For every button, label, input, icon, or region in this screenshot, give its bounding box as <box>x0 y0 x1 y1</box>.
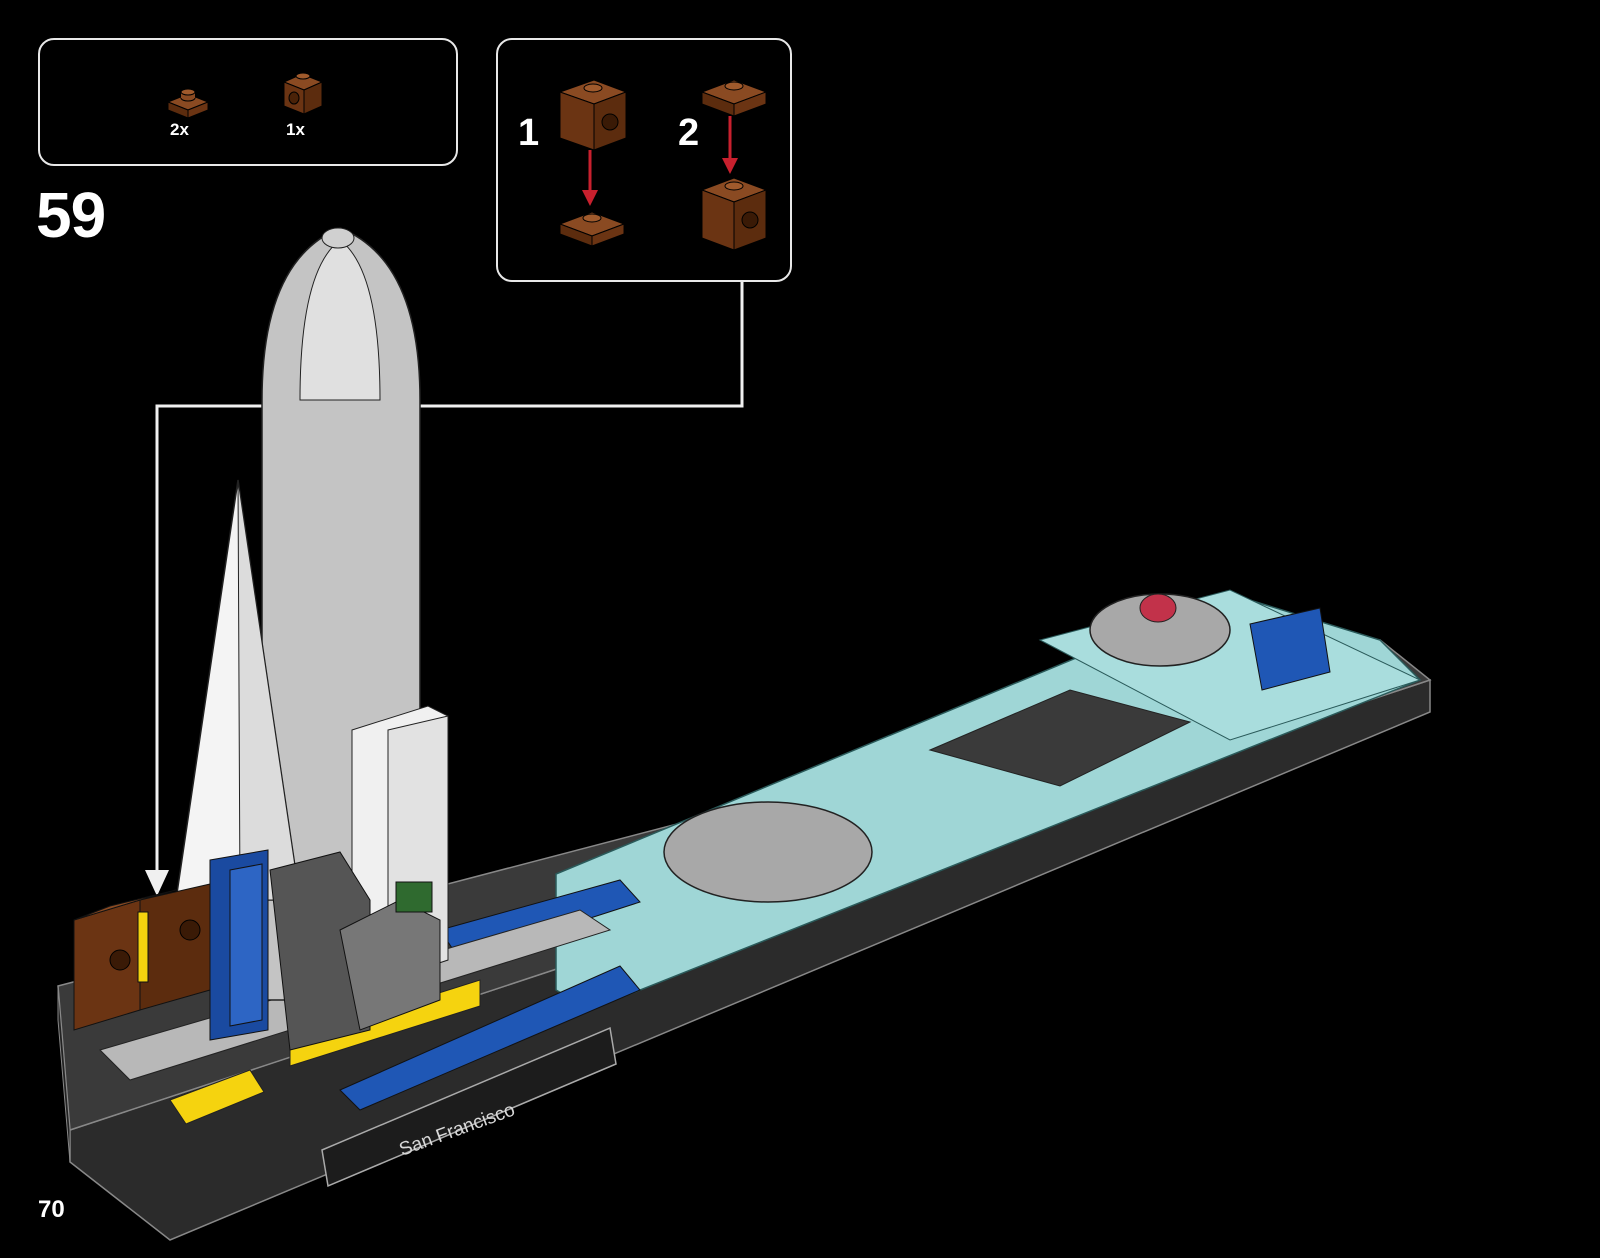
yellow-grille-tile <box>170 1070 264 1124</box>
water-tiles <box>556 590 1420 1010</box>
brown-1x1-brick-with-stud-icon <box>280 66 326 123</box>
white-pyramid <box>176 480 300 900</box>
blue-plate <box>440 880 640 960</box>
gray-skyscraper <box>262 228 420 1000</box>
brown-plate-icon <box>560 212 624 246</box>
step-number: 59 <box>36 178 105 252</box>
name-plaque <box>322 1028 616 1186</box>
page-number: 70 <box>38 1196 65 1224</box>
dark-gray-plate <box>930 690 1190 786</box>
yellow-tile <box>290 980 480 1066</box>
parts-list-panel: 2x 1x <box>38 38 458 166</box>
base-plate <box>58 640 1430 1240</box>
arrow-head-icon <box>582 190 598 206</box>
gray-slab <box>100 910 610 1080</box>
callout-line <box>157 282 742 872</box>
red-round-piece <box>1140 594 1176 622</box>
part-quantity: 1x <box>286 120 305 140</box>
blue-plate <box>340 966 640 1110</box>
blue-glass-building <box>210 850 268 1040</box>
part-quantity: 2x <box>170 120 189 140</box>
plaque-text: San Francisco <box>397 1099 518 1160</box>
gray-round-tile <box>1090 594 1230 666</box>
gray-round-tile <box>664 802 872 902</box>
blue-plate <box>1250 608 1330 690</box>
white-tower <box>352 706 448 984</box>
callout-arrow-icon <box>145 870 169 896</box>
brown-plate-icon <box>702 80 766 116</box>
brown-bricks <box>74 884 210 1030</box>
substep-illustration <box>498 40 790 280</box>
brown-brick-icon <box>560 80 626 150</box>
dark-gray-building <box>270 852 370 1050</box>
substep-panel: 1 2 <box>496 38 792 282</box>
gray-building <box>340 900 440 1030</box>
green-tile <box>396 882 432 912</box>
brown-brick-icon <box>702 178 766 250</box>
arrow-head-icon <box>722 158 738 174</box>
